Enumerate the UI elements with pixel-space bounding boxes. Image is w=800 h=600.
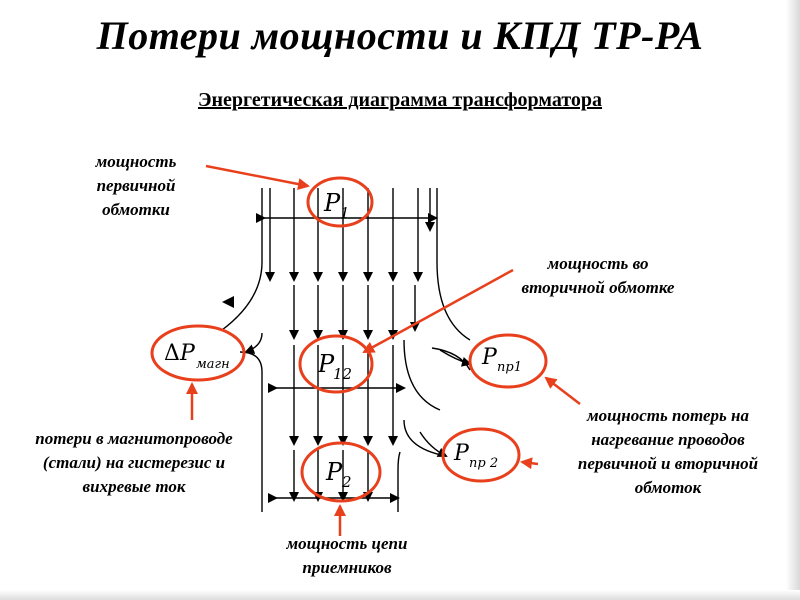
label-line: вихревые ток <box>82 477 186 496</box>
label-line: мощность во <box>547 254 649 273</box>
slide-shadow <box>786 0 800 600</box>
width-arrows <box>256 213 438 503</box>
ellipse-p2 <box>300 441 382 503</box>
label-line: мощность потерь на <box>587 406 749 425</box>
label-line: нагревание проводов <box>591 430 745 449</box>
label-line: обмотки <box>102 200 170 219</box>
label-line: мощность цепи <box>286 534 408 553</box>
svg-text:1: 1 <box>340 204 350 222</box>
svg-text:12: 12 <box>333 365 352 383</box>
symbol-dp-magn: Δ P магн <box>164 341 230 372</box>
label-magnetic-losses: потери в магнитопроводе (стали) на гисте… <box>0 427 268 499</box>
svg-text:P: P <box>481 345 498 370</box>
page-title: Потери мощности и КПД ТР-РА <box>96 13 704 58</box>
symbol-p2: P 2 <box>325 458 352 491</box>
pointer-arrows <box>186 164 581 536</box>
label-line: приемников <box>302 558 392 577</box>
ellipse-p-pr1 <box>468 333 548 389</box>
highlight-ellipses <box>150 176 548 503</box>
ellipse-dp-magn <box>150 324 246 382</box>
label-line: обмоток <box>634 478 702 497</box>
flow-arrows <box>265 188 435 502</box>
stray-arrowhead <box>222 296 234 308</box>
svg-text:Δ: Δ <box>164 341 180 366</box>
loss-arrows <box>244 332 472 457</box>
svg-text:P: P <box>179 341 196 366</box>
svg-text:P: P <box>453 441 470 466</box>
svg-text:2: 2 <box>341 473 352 491</box>
symbol-p12: P 12 <box>317 350 352 383</box>
ellipse-p-pr2 <box>441 427 521 483</box>
ellipse-p1 <box>306 176 374 228</box>
svg-text:пр 2: пр 2 <box>469 456 498 471</box>
label-line: первичной <box>96 176 176 195</box>
svg-text:P: P <box>325 458 343 486</box>
label-primary-power: мощность первичной обмотки <box>76 150 196 222</box>
label-line: вторичной обмотке <box>521 278 675 297</box>
symbol-p-pr1: P пр1 <box>481 345 522 375</box>
ellipse-p12 <box>298 334 374 394</box>
slide-shadow-bottom <box>0 590 800 600</box>
label-line: мощность <box>95 152 177 171</box>
label-line: первичной и вторичной <box>577 454 759 473</box>
symbol-p1: P 1 <box>323 189 350 222</box>
svg-text:P: P <box>317 350 335 378</box>
diagram-subtitle: Энергетическая диаграмма трансформатора <box>197 89 603 111</box>
label-copper-losses: мощность потерь на нагревание проводов п… <box>536 404 800 500</box>
symbol-p-pr2: P пр 2 <box>453 441 498 471</box>
label-secondary-power: мощность во вторичной обмотке <box>488 252 708 300</box>
label-load-power: мощность цепи приемников <box>262 532 432 580</box>
label-line: потери в магнитопроводе <box>35 429 233 448</box>
svg-text:пр1: пр1 <box>497 360 522 375</box>
svg-text:P: P <box>323 189 341 217</box>
svg-text:магн: магн <box>196 357 230 372</box>
label-line: (стали) на гистерезис и <box>42 453 226 472</box>
